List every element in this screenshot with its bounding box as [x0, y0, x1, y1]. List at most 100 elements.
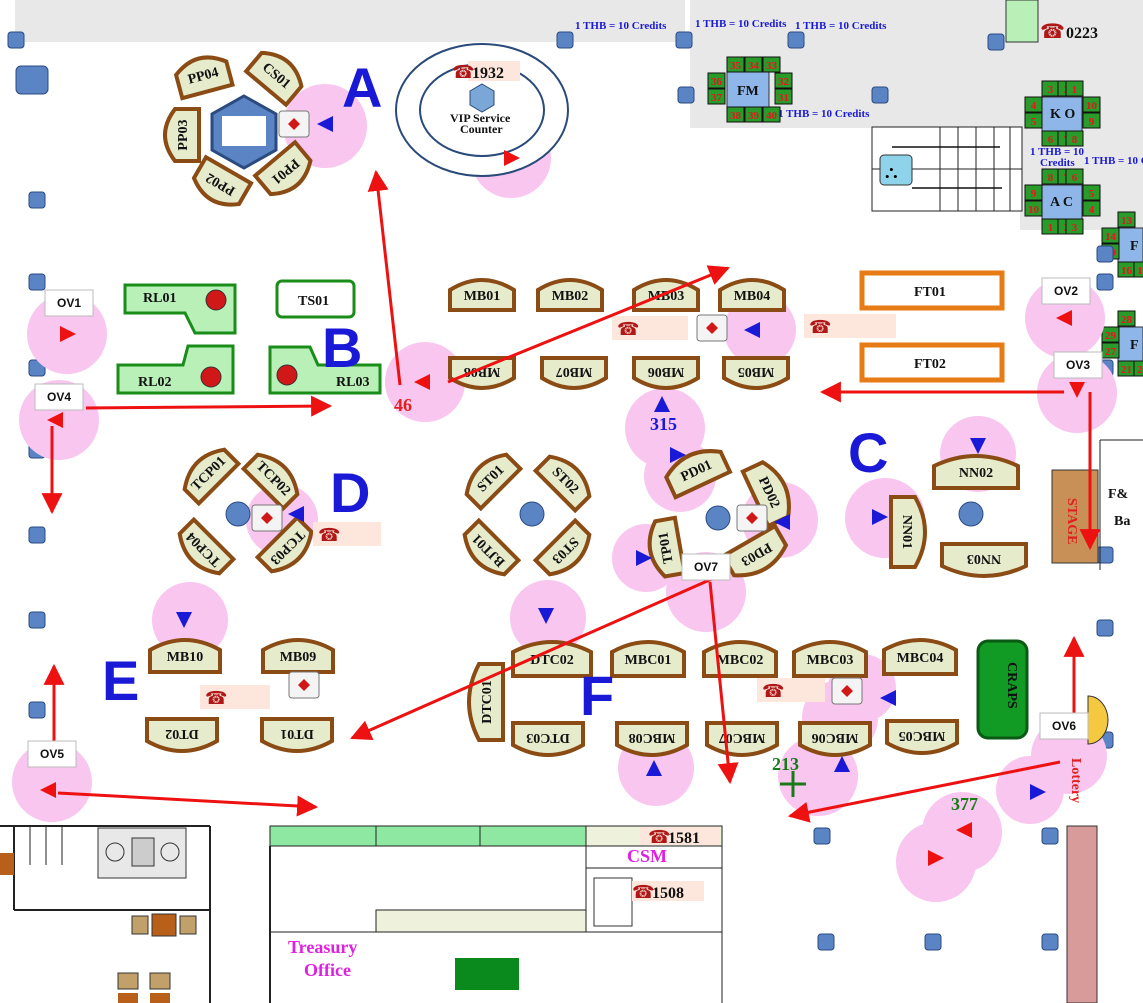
table-nn02[interactable]: NN02 [932, 454, 1020, 490]
camera-arrow [447, 265, 730, 384]
slot-bank-ko: K O [1041, 96, 1083, 132]
svg-text:MB07: MB07 [556, 364, 593, 379]
zone-c: C [848, 421, 888, 484]
slot-machine [762, 56, 781, 73]
table-mb06[interactable]: MB06 [632, 356, 700, 390]
fb-label-1: F& [1108, 487, 1128, 502]
pillar [987, 33, 1005, 51]
table-st03[interactable]: ST03 [532, 517, 597, 582]
svg-text:MB10: MB10 [167, 650, 204, 665]
lottery-counter [1066, 825, 1098, 1003]
roulette-rl01[interactable]: RL01 [123, 283, 237, 335]
svg-text:PP03: PP03 [176, 119, 191, 150]
phone-icon: ☎ [617, 319, 639, 339]
table-cs01[interactable]: CS01 [243, 45, 308, 108]
svg-text:11: 11 [1137, 265, 1143, 277]
table-mb02[interactable]: MB02 [536, 278, 604, 312]
slot-bank-fm: FM [726, 71, 770, 109]
table-dtc01[interactable]: DTC01 [467, 662, 505, 742]
svg-text:1: 1 [1072, 84, 1078, 96]
svg-text:21: 21 [1121, 364, 1132, 376]
direction-triangle [317, 116, 333, 132]
svg-text:DT02: DT02 [165, 726, 198, 741]
camera-arrow [708, 581, 739, 785]
table-pd03[interactable]: PD03 [720, 523, 791, 584]
pillar [677, 86, 695, 104]
roulette-rl03[interactable]: RL03 [268, 345, 382, 395]
credit-note-3: 1 THB = 10 Credits [795, 20, 887, 32]
direction-triangle [504, 150, 520, 166]
table-tcp01[interactable]: TCP01 [178, 443, 242, 507]
table-tcp03[interactable]: TCP03 [254, 514, 319, 579]
table-mbc02[interactable]: MBC02 [702, 640, 778, 678]
table-dtc02[interactable]: DTC02 [511, 640, 593, 678]
svg-text:DTC03: DTC03 [526, 730, 570, 745]
table-tp01[interactable]: TP01 [645, 515, 687, 579]
pillar [924, 933, 942, 951]
svg-text:MBC02: MBC02 [717, 653, 764, 668]
zone-d: D [330, 461, 370, 524]
svg-text:37: 37 [711, 92, 723, 104]
table-mb05[interactable]: MB05 [722, 356, 790, 390]
table-st02[interactable]: ST02 [532, 450, 597, 514]
vip-service-counter[interactable]: VIP Service Counter ☎ 1932 [395, 43, 569, 177]
table-ts01[interactable]: TS01 [275, 279, 356, 319]
table-mbc06[interactable]: MBC06 [798, 721, 872, 757]
svg-text:10: 10 [1086, 100, 1098, 112]
table-center [519, 501, 545, 527]
craps-table[interactable]: CRAPS [976, 639, 1029, 740]
svg-text:MBC07: MBC07 [719, 730, 766, 745]
table-ft02[interactable]: FT02 [859, 342, 1005, 383]
table-pp01[interactable]: PP01 [252, 139, 317, 201]
table-pd02[interactable]: PD02 [740, 458, 797, 529]
table-nn03[interactable]: NN03 [940, 542, 1028, 578]
table-mb01[interactable]: MB01 [448, 278, 516, 312]
treasury-label-2: Office [304, 960, 351, 980]
table-nn01[interactable]: NN01 [889, 495, 927, 569]
slot-machine [1024, 96, 1043, 113]
table-bjt01[interactable]: BJT01 [458, 517, 522, 582]
table-pp03[interactable]: PP03 [163, 107, 201, 163]
table-pd01[interactable]: PD01 [662, 443, 733, 500]
table-tcp04[interactable]: TCP04 [173, 516, 237, 581]
pillar [1041, 827, 1059, 845]
direction-triangle [414, 374, 430, 390]
table-dt02[interactable]: DT02 [145, 717, 219, 753]
svg-text:MB04: MB04 [734, 289, 771, 304]
table-dtc03[interactable]: DTC03 [511, 721, 585, 757]
table-mbc01[interactable]: MBC01 [610, 640, 686, 678]
table-center [705, 505, 731, 531]
zone-a: A [342, 56, 382, 119]
direction-triangle [288, 506, 304, 522]
slot-machine [1024, 200, 1043, 217]
svg-text:DTC01: DTC01 [480, 680, 495, 724]
credit-note-1: 1 THB = 10 Credits [575, 20, 667, 32]
table-st01[interactable]: ST01 [460, 448, 524, 512]
table-pp04[interactable]: PP04 [173, 52, 235, 101]
pillar [15, 65, 49, 95]
direction-triangle [1030, 784, 1046, 800]
table-mb07[interactable]: MB07 [540, 356, 608, 390]
direction-triangle [176, 612, 192, 628]
svg-text:MB02: MB02 [552, 289, 589, 304]
table-mb09[interactable]: MB09 [261, 638, 335, 674]
slot-machine [1082, 112, 1101, 129]
table-pp02[interactable]: PP02 [189, 154, 254, 212]
table-mbc08[interactable]: MBC08 [615, 721, 689, 757]
table-mbc07[interactable]: MBC07 [705, 721, 779, 757]
slot-machine-cells: 3534333632373138394032141059678876951041… [707, 56, 1143, 377]
phone-icon: ☎ [1040, 21, 1065, 43]
table-mbc03[interactable]: MBC03 [792, 640, 868, 678]
svg-text:1: 1 [1048, 222, 1054, 234]
table-mb10[interactable]: MB10 [148, 638, 222, 674]
table-mb08[interactable]: MB08 [448, 356, 516, 390]
roulette-rl02[interactable]: RL02 [116, 344, 235, 395]
pillar [675, 31, 693, 49]
table-mbc04[interactable]: MBC04 [882, 638, 958, 676]
svg-text:TP01: TP01 [656, 531, 676, 565]
table-ft01[interactable]: FT01 [859, 270, 1005, 311]
slot-machine [1065, 130, 1084, 147]
table-mb04[interactable]: MB04 [718, 278, 786, 312]
table-dt01[interactable]: DT01 [260, 717, 334, 753]
table-mbc05[interactable]: MBC05 [885, 719, 959, 755]
